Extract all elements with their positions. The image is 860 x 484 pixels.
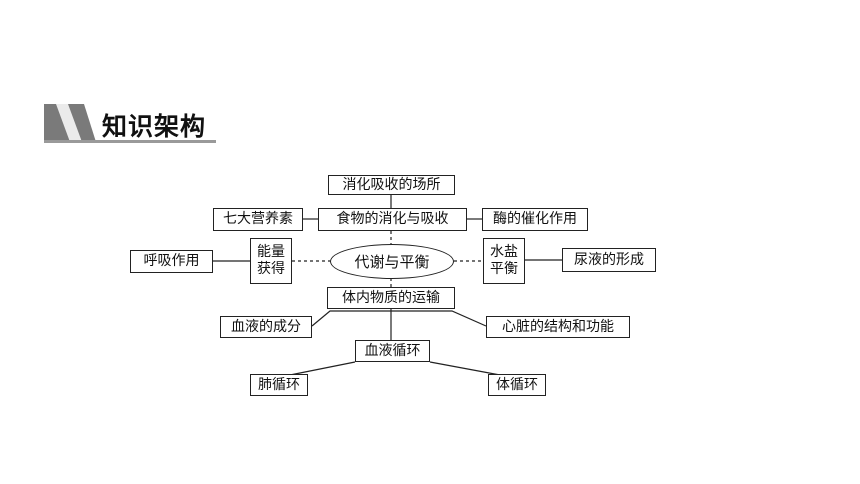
box-water-salt: 水盐 平衡 xyxy=(483,238,525,284)
section-marker-icon xyxy=(44,104,96,142)
box-circulation: 血液循环 xyxy=(355,340,430,362)
box-pulmonary: 肺循环 xyxy=(250,374,308,396)
connector-transport-branches xyxy=(311,310,487,327)
section-header: 知识架构 xyxy=(44,104,216,144)
box-water-salt-line1: 水盐 xyxy=(490,244,518,261)
box-digestion-absorption: 食物的消化与吸收 xyxy=(318,208,467,231)
box-energy-line2: 获得 xyxy=(257,261,285,277)
box-digestion-site: 消化吸收的场所 xyxy=(328,175,455,195)
box-heart: 心脏的结构和功能 xyxy=(486,316,630,338)
box-systemic: 体循环 xyxy=(488,374,546,396)
box-blood-components: 血液的成分 xyxy=(220,316,312,338)
center-node: 代谢与平衡 xyxy=(330,244,454,279)
box-energy-line1: 能量 xyxy=(257,244,285,261)
box-urine: 尿液的形成 xyxy=(562,248,656,272)
box-energy: 能量 获得 xyxy=(250,238,292,284)
connector-circulation-pulmonary xyxy=(289,361,356,376)
box-transport: 体内物质的运输 xyxy=(327,287,455,309)
connector-circulation-systemic xyxy=(429,361,501,376)
box-nutrients: 七大营养素 xyxy=(213,208,303,231)
section-underline xyxy=(44,140,216,143)
box-enzyme: 酶的催化作用 xyxy=(482,208,588,231)
box-water-salt-line2: 平衡 xyxy=(490,261,518,277)
box-respiration: 呼吸作用 xyxy=(130,250,213,273)
section-title: 知识架构 xyxy=(102,112,207,141)
